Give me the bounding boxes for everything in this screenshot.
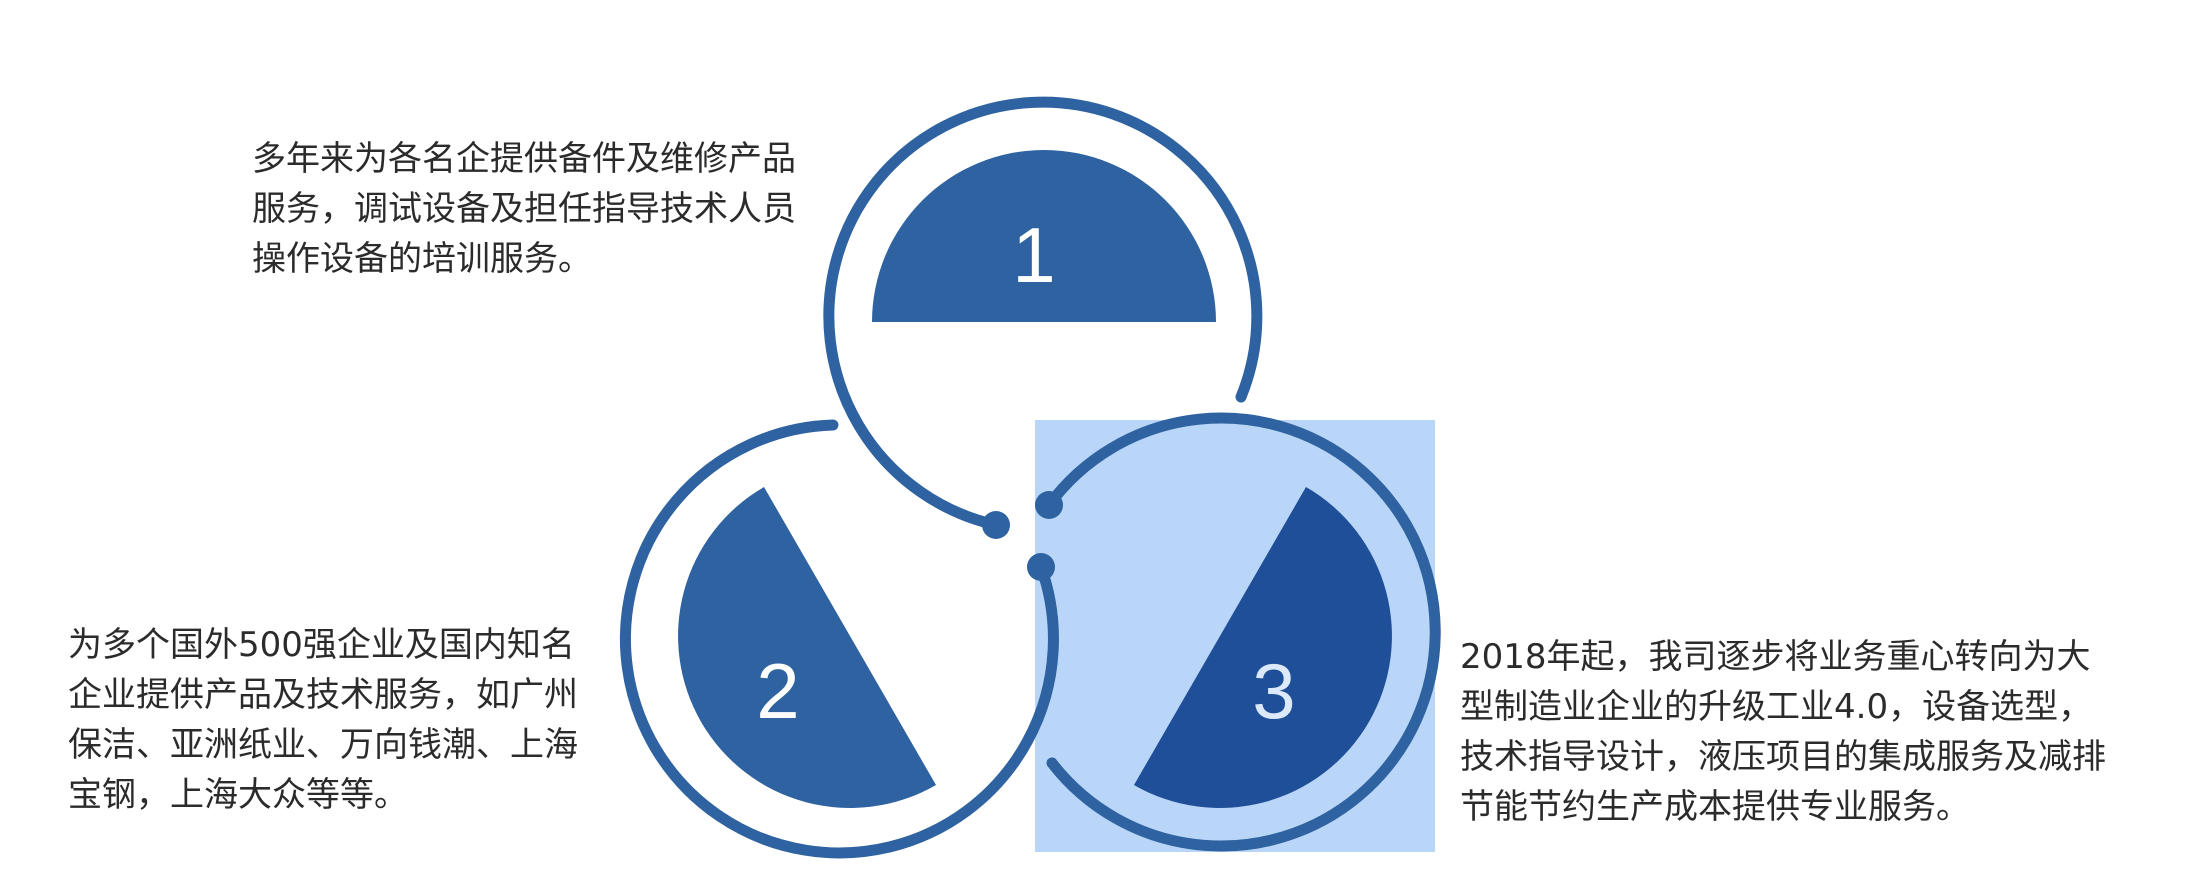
description-3: 2018年起，我司逐步将业务重心转向为大 型制造业企业的升级工业4.0，设备选型…: [1460, 637, 2106, 827]
circle-2-end-dot: [1027, 553, 1055, 581]
description-1: 多年来为各名企提供备件及维修产品 服务，调试设备及担任指导技术人员 操作设备的培…: [252, 139, 796, 279]
circle-3-ring: [1043, 412, 1441, 852]
circle-group-2[interactable]: 2: [619, 419, 1059, 859]
circle-1-ring: [823, 96, 1263, 531]
circle-group-3[interactable]: 3: [1035, 412, 1441, 852]
circle-1-number: 1: [1012, 211, 1055, 299]
circle-1-sector: [872, 150, 1216, 322]
circle-2-number: 2: [756, 647, 799, 735]
circle-2-ring: [619, 419, 1059, 859]
circle-3-number: 3: [1252, 647, 1295, 735]
circle-group-1[interactable]: 1: [823, 96, 1263, 539]
circle-3-end-dot: [1035, 491, 1063, 519]
circle-3-sector: [1134, 487, 1392, 808]
circle-2-sector: [678, 487, 936, 808]
description-2: 为多个国外500强企业及国内知名 企业提供产品及技术服务，如广州 保洁、亚洲纸业…: [68, 625, 578, 815]
circle-1-end-dot: [982, 511, 1010, 539]
